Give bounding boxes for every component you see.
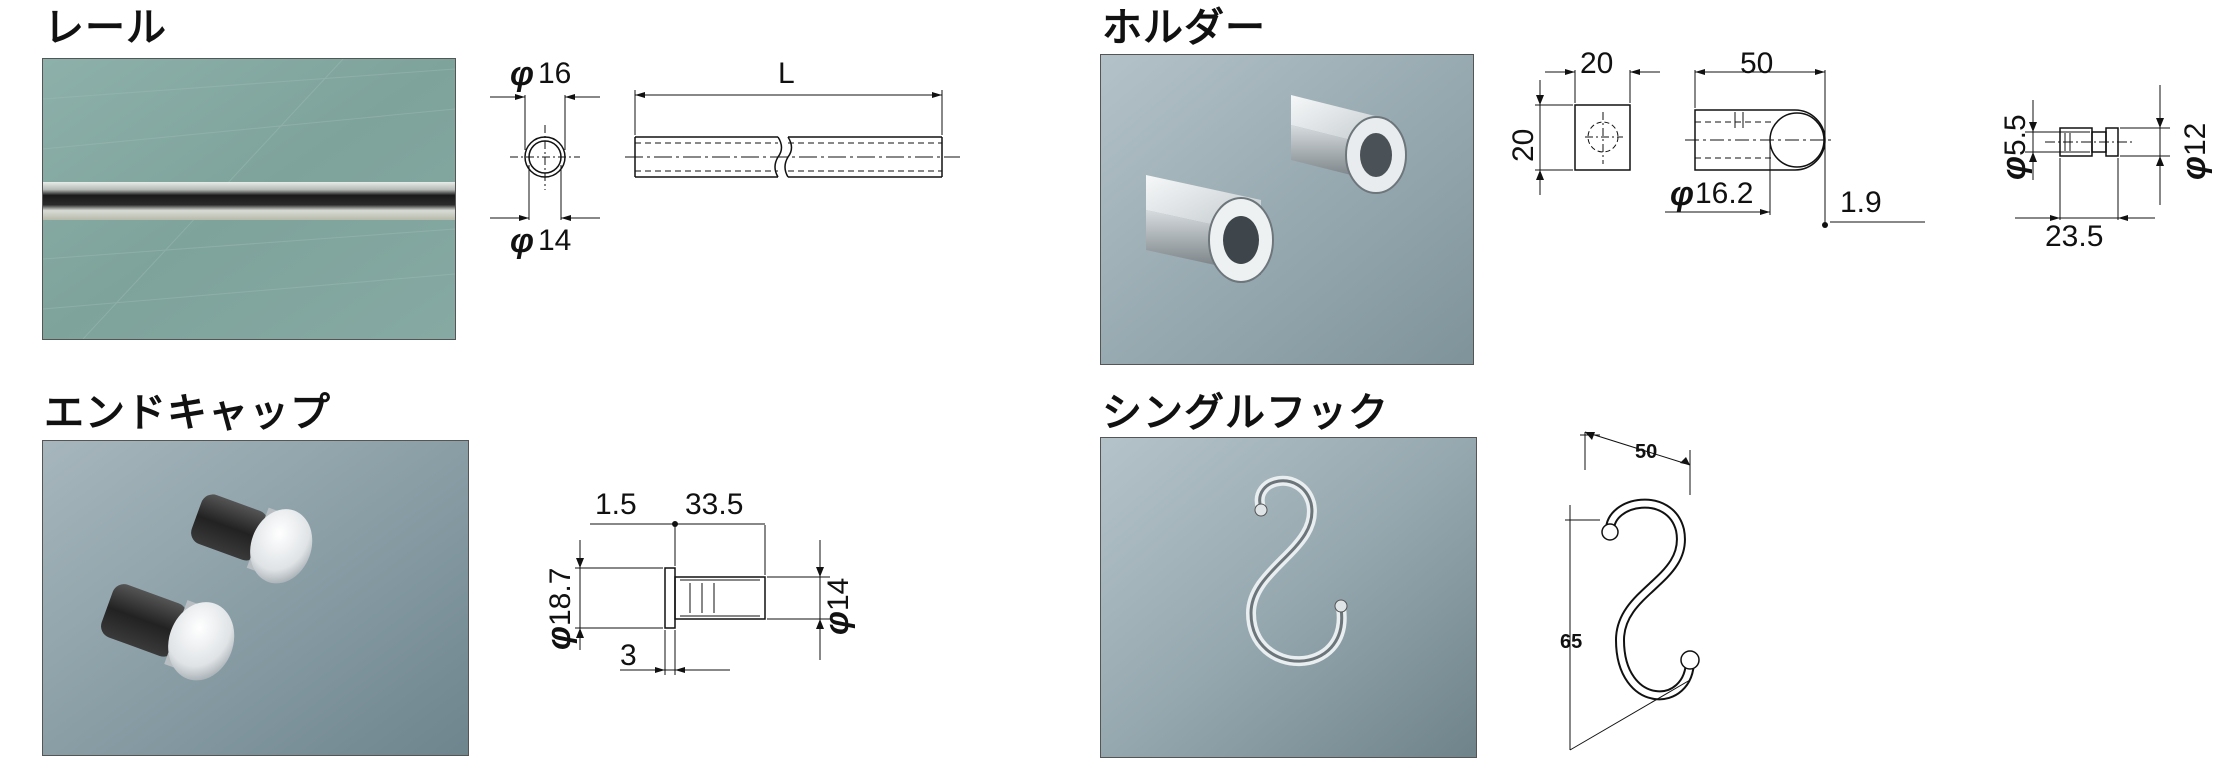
end-cap-dim-flange-dia: 18.7 <box>544 568 577 626</box>
holder-phi-bore: φ <box>1670 175 1694 213</box>
end-cap-dim-body-dia: 14 <box>822 578 855 611</box>
rail-phi-inner: φ <box>510 222 534 260</box>
end-cap-dim-flange: 1.5 <box>595 488 637 521</box>
rail-drawing: φ 16 φ 14 L <box>490 55 960 260</box>
end-cap-dim-flange-len: 3 <box>620 639 637 672</box>
single-hook-dim-width: 50 <box>1635 441 1657 463</box>
holder-drawing: 20 20 50 φ 16.2 1.9 φ 5.5 φ 12 23.5 <box>1507 47 2213 253</box>
holder-dim-pin-len: 23.5 <box>2045 220 2103 253</box>
single-hook-title: シングルフック <box>1102 390 1389 436</box>
end-cap-phi-flange: φ <box>540 626 578 650</box>
holder-dim-offset: 1.9 <box>1840 186 1882 219</box>
holder-photo <box>1100 54 1474 365</box>
single-hook-dim-height: 65 <box>1560 631 1582 653</box>
holder-title: ホルダー <box>1102 5 1266 51</box>
rail-dim-inner: 14 <box>538 224 571 257</box>
holder-dim-height: 20 <box>1507 129 1540 162</box>
rail-photo <box>42 58 456 340</box>
holder-phi-pin: φ <box>1995 156 2033 180</box>
rail-title: レール <box>44 5 167 51</box>
holder-dim-length: 50 <box>1740 47 1773 80</box>
end-cap-dim-body-length: 33.5 <box>685 488 743 521</box>
end-cap-drawing: 1.5 33.5 φ 18.7 φ 14 3 <box>540 488 856 675</box>
end-cap-title: エンドキャップ <box>44 390 331 436</box>
holder-dim-width: 20 <box>1580 47 1613 80</box>
end-cap-photo <box>42 440 469 756</box>
holder-dim-bore: 16.2 <box>1695 177 1753 210</box>
holder-dim-pin-dia: 5.5 <box>1999 114 2032 156</box>
rail-phi-outer: φ <box>510 55 534 93</box>
rail-dim-outer: 16 <box>538 57 571 90</box>
single-hook-drawing: 50 65 <box>1560 431 1700 751</box>
end-cap-phi-body: φ <box>818 611 856 635</box>
holder-dim-head-dia: 12 <box>2179 123 2212 156</box>
holder-phi-head: φ <box>2175 156 2213 180</box>
single-hook-photo <box>1100 437 1477 758</box>
rail-dim-length: L <box>778 57 795 90</box>
